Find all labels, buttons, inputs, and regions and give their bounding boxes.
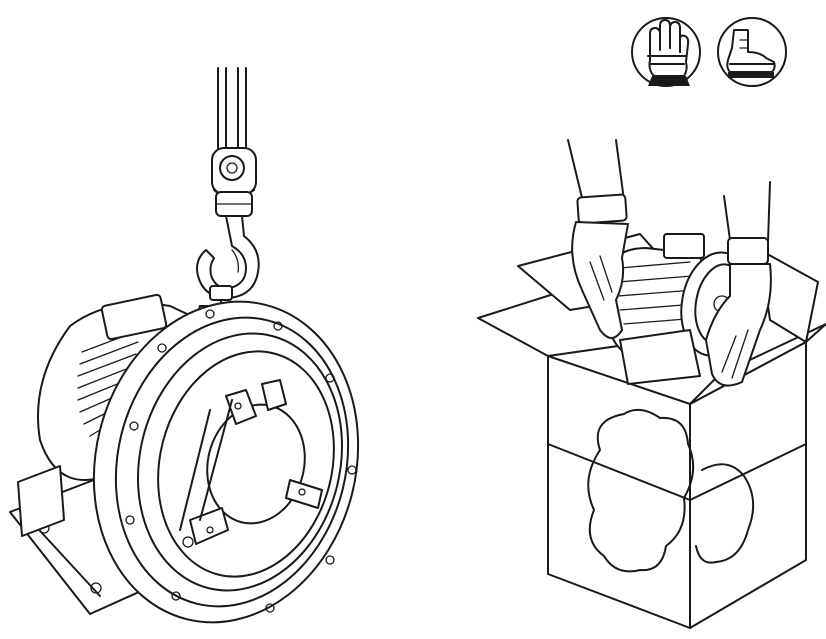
cardboard-box: [477, 233, 826, 629]
crane-lift-figure: [9, 67, 360, 624]
left-hand-glove: [567, 139, 629, 339]
pulley-block: [211, 147, 257, 217]
crane-hook: [196, 215, 260, 309]
safety-shoes-icon: [717, 17, 787, 87]
side-channel-blower: [9, 293, 360, 624]
terminal-box: [100, 293, 168, 341]
crane-rope: [217, 67, 247, 161]
unpacking-figure: [477, 139, 826, 629]
protective-gloves-icon: [631, 17, 701, 87]
housing-bolts: [125, 309, 357, 613]
right-hand-glove: [705, 181, 772, 387]
ppe-symbols: [631, 17, 787, 87]
